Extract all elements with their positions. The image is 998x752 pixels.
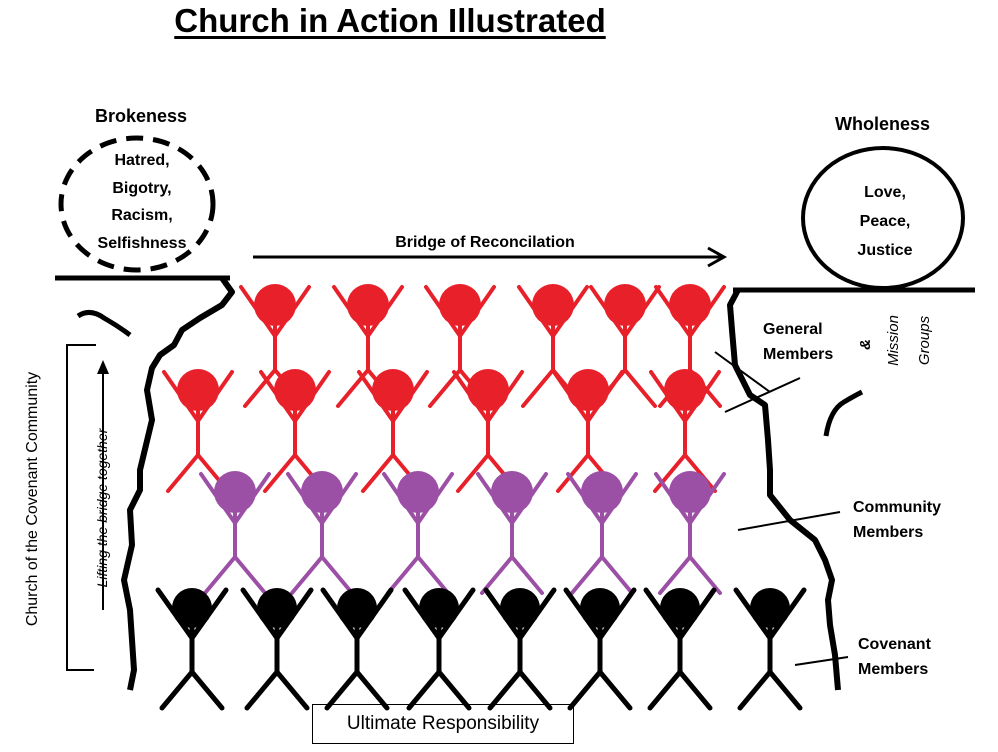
brokeness-item: Bigotry, <box>112 179 172 197</box>
stick-figure-covenant <box>563 587 637 711</box>
brokeness-item: Hatred, <box>114 152 170 169</box>
general-label-line: Members <box>763 346 834 363</box>
right-cliff-edge <box>727 288 841 691</box>
stick-figure-community <box>654 471 726 595</box>
page-title: Church in Action Illustrated <box>174 2 606 39</box>
stick-figure-community <box>382 471 454 595</box>
brokeness-circle <box>58 135 216 273</box>
stick-figure-community <box>286 471 358 595</box>
community-label-line: Members <box>853 524 924 541</box>
stick-figure-covenant <box>402 587 476 711</box>
wholeness-list: Love, Peace, Justice <box>805 178 965 265</box>
wholeness-item: Justice <box>857 242 913 259</box>
bridge-arrow-head <box>707 246 728 268</box>
wholeness-heading: Wholeness <box>834 114 931 134</box>
general-label-line: General <box>763 321 823 338</box>
bridge-label: Bridge of Reconcilation <box>395 234 575 251</box>
community-pointer-line <box>737 511 841 531</box>
groups-label: Groups <box>916 315 934 366</box>
general-pointer-line <box>714 351 771 393</box>
stick-figure-general <box>452 369 524 493</box>
stick-figure-general <box>162 369 234 493</box>
stick-figure-covenant <box>733 587 807 711</box>
stick-figure-covenant <box>155 587 229 711</box>
covenant-label-line: Members <box>858 661 929 678</box>
left-bracket <box>66 344 96 671</box>
stick-figure-general <box>552 369 624 493</box>
brokeness-item: Racism, <box>111 207 173 224</box>
stick-figure-covenant <box>483 587 557 711</box>
ultimate-responsibility-box: Ultimate Responsibility <box>312 704 574 744</box>
community-label-line: Community <box>853 499 941 516</box>
covenant-members-label: Covenant Members <box>858 632 931 682</box>
community-members-label: Community Members <box>853 495 941 545</box>
debris-piece <box>76 310 132 338</box>
lifting-bridge-label: Lifting the bridge together <box>94 428 110 588</box>
lifting-arrow-head <box>97 360 109 374</box>
stick-figure-covenant <box>643 587 717 711</box>
covenant-pointer-line <box>794 656 849 666</box>
covenant-label-line: Covenant <box>858 636 931 653</box>
brokeness-item: Selfishness <box>97 234 187 252</box>
stick-figure-covenant <box>240 587 314 711</box>
stick-figure-covenant <box>320 587 394 711</box>
stick-figure-community <box>566 471 638 595</box>
wholeness-item: Peace, <box>859 213 911 230</box>
brokeness-list: Hatred, Bigotry, Racism, Selfishness <box>72 147 212 257</box>
stick-figure-community <box>199 471 271 595</box>
stick-figure-general <box>649 369 721 493</box>
general-pointer-line <box>724 377 801 413</box>
debris-piece <box>823 389 864 437</box>
stick-figure-community <box>476 471 548 595</box>
general-members-label: General Members <box>763 317 833 367</box>
stick-figure-general <box>357 369 429 493</box>
ampersand-label: & <box>856 339 874 350</box>
church-community-vertical-label: Church of the Covenant Community <box>24 371 41 627</box>
mission-label: Mission <box>884 315 902 366</box>
left-cliff-edge <box>121 276 235 691</box>
wholeness-item: Love, <box>864 184 906 201</box>
brokeness-heading: Brokeness <box>94 106 188 126</box>
stick-figure-group <box>155 284 807 711</box>
